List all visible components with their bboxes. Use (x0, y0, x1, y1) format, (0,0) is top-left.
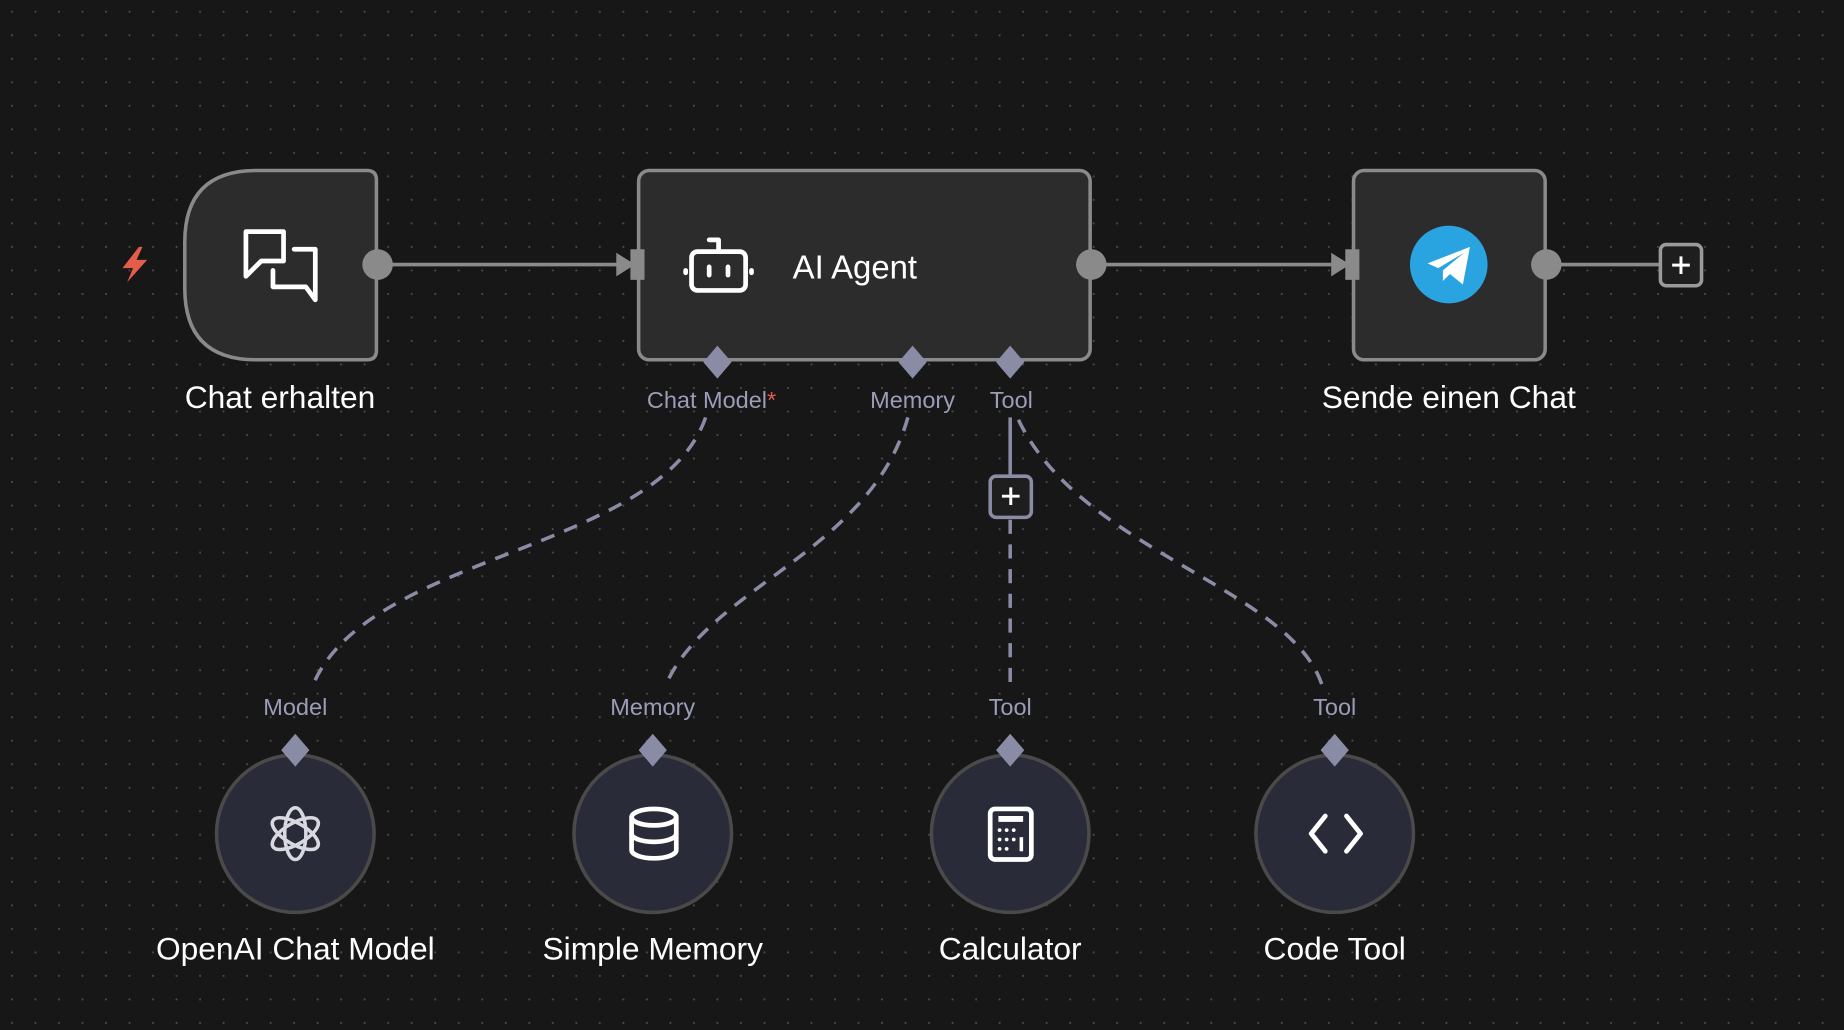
node-label: OpenAI Chat Model (156, 930, 435, 966)
node-calculator[interactable] (929, 733, 1091, 915)
add-tool-button[interactable] (988, 474, 1034, 520)
openai-icon (270, 806, 321, 862)
arrow-icon (616, 252, 636, 277)
node-simple-memory[interactable] (572, 733, 734, 915)
node-label: Chat erhalten (185, 379, 376, 415)
handle-label: Tool (989, 694, 1032, 720)
add-node-button[interactable] (1658, 242, 1704, 288)
node-telegram[interactable] (1345, 168, 1562, 362)
handle-tool[interactable] (996, 345, 1025, 379)
node-label: Code Tool (1264, 930, 1406, 966)
connection-memory[interactable] (662, 416, 910, 689)
plus-icon (1001, 487, 1020, 506)
node-label: Sende einen Chat (1322, 379, 1576, 415)
arrow-icon (1331, 252, 1350, 277)
input-handle[interactable] (630, 249, 645, 280)
node-title: AI Agent (793, 249, 917, 286)
lightning-icon (122, 246, 148, 283)
handle-label-tool: Tool (990, 387, 1033, 413)
handle-label: Model (263, 694, 327, 720)
database-icon (629, 806, 679, 861)
node-code-tool[interactable] (1254, 733, 1416, 915)
chat-bubbles-icon (243, 229, 318, 303)
handle-memory[interactable] (638, 733, 667, 767)
output-handle[interactable] (362, 249, 393, 280)
node-ai-agent[interactable]: AI Agent (630, 168, 1107, 379)
node-label: Simple Memory (543, 930, 764, 966)
input-handle[interactable] (1345, 249, 1360, 280)
connection-code-tool[interactable] (1016, 418, 1325, 689)
handle-model[interactable] (281, 733, 310, 767)
handle-tool[interactable] (1320, 733, 1349, 767)
output-handle[interactable] (1076, 249, 1107, 280)
handle-label: Memory (610, 694, 695, 720)
handle-label: Tool (1313, 694, 1356, 720)
node-chat-trigger[interactable] (183, 168, 393, 362)
plus-icon (1672, 256, 1690, 274)
handle-label-chat-model: Chat Model* (647, 387, 776, 413)
robot-icon (683, 237, 754, 293)
code-icon (1308, 813, 1363, 854)
calculator-icon (987, 806, 1034, 862)
connection-model[interactable] (310, 416, 708, 689)
handle-memory[interactable] (898, 345, 927, 379)
node-openai-chat-model[interactable] (214, 733, 376, 915)
handle-tool[interactable] (996, 733, 1025, 767)
telegram-icon (1409, 225, 1488, 304)
handle-chat-model[interactable] (703, 345, 732, 379)
handle-label-memory: Memory (870, 387, 955, 413)
output-handle[interactable] (1531, 249, 1562, 280)
node-label: Calculator (939, 930, 1082, 966)
